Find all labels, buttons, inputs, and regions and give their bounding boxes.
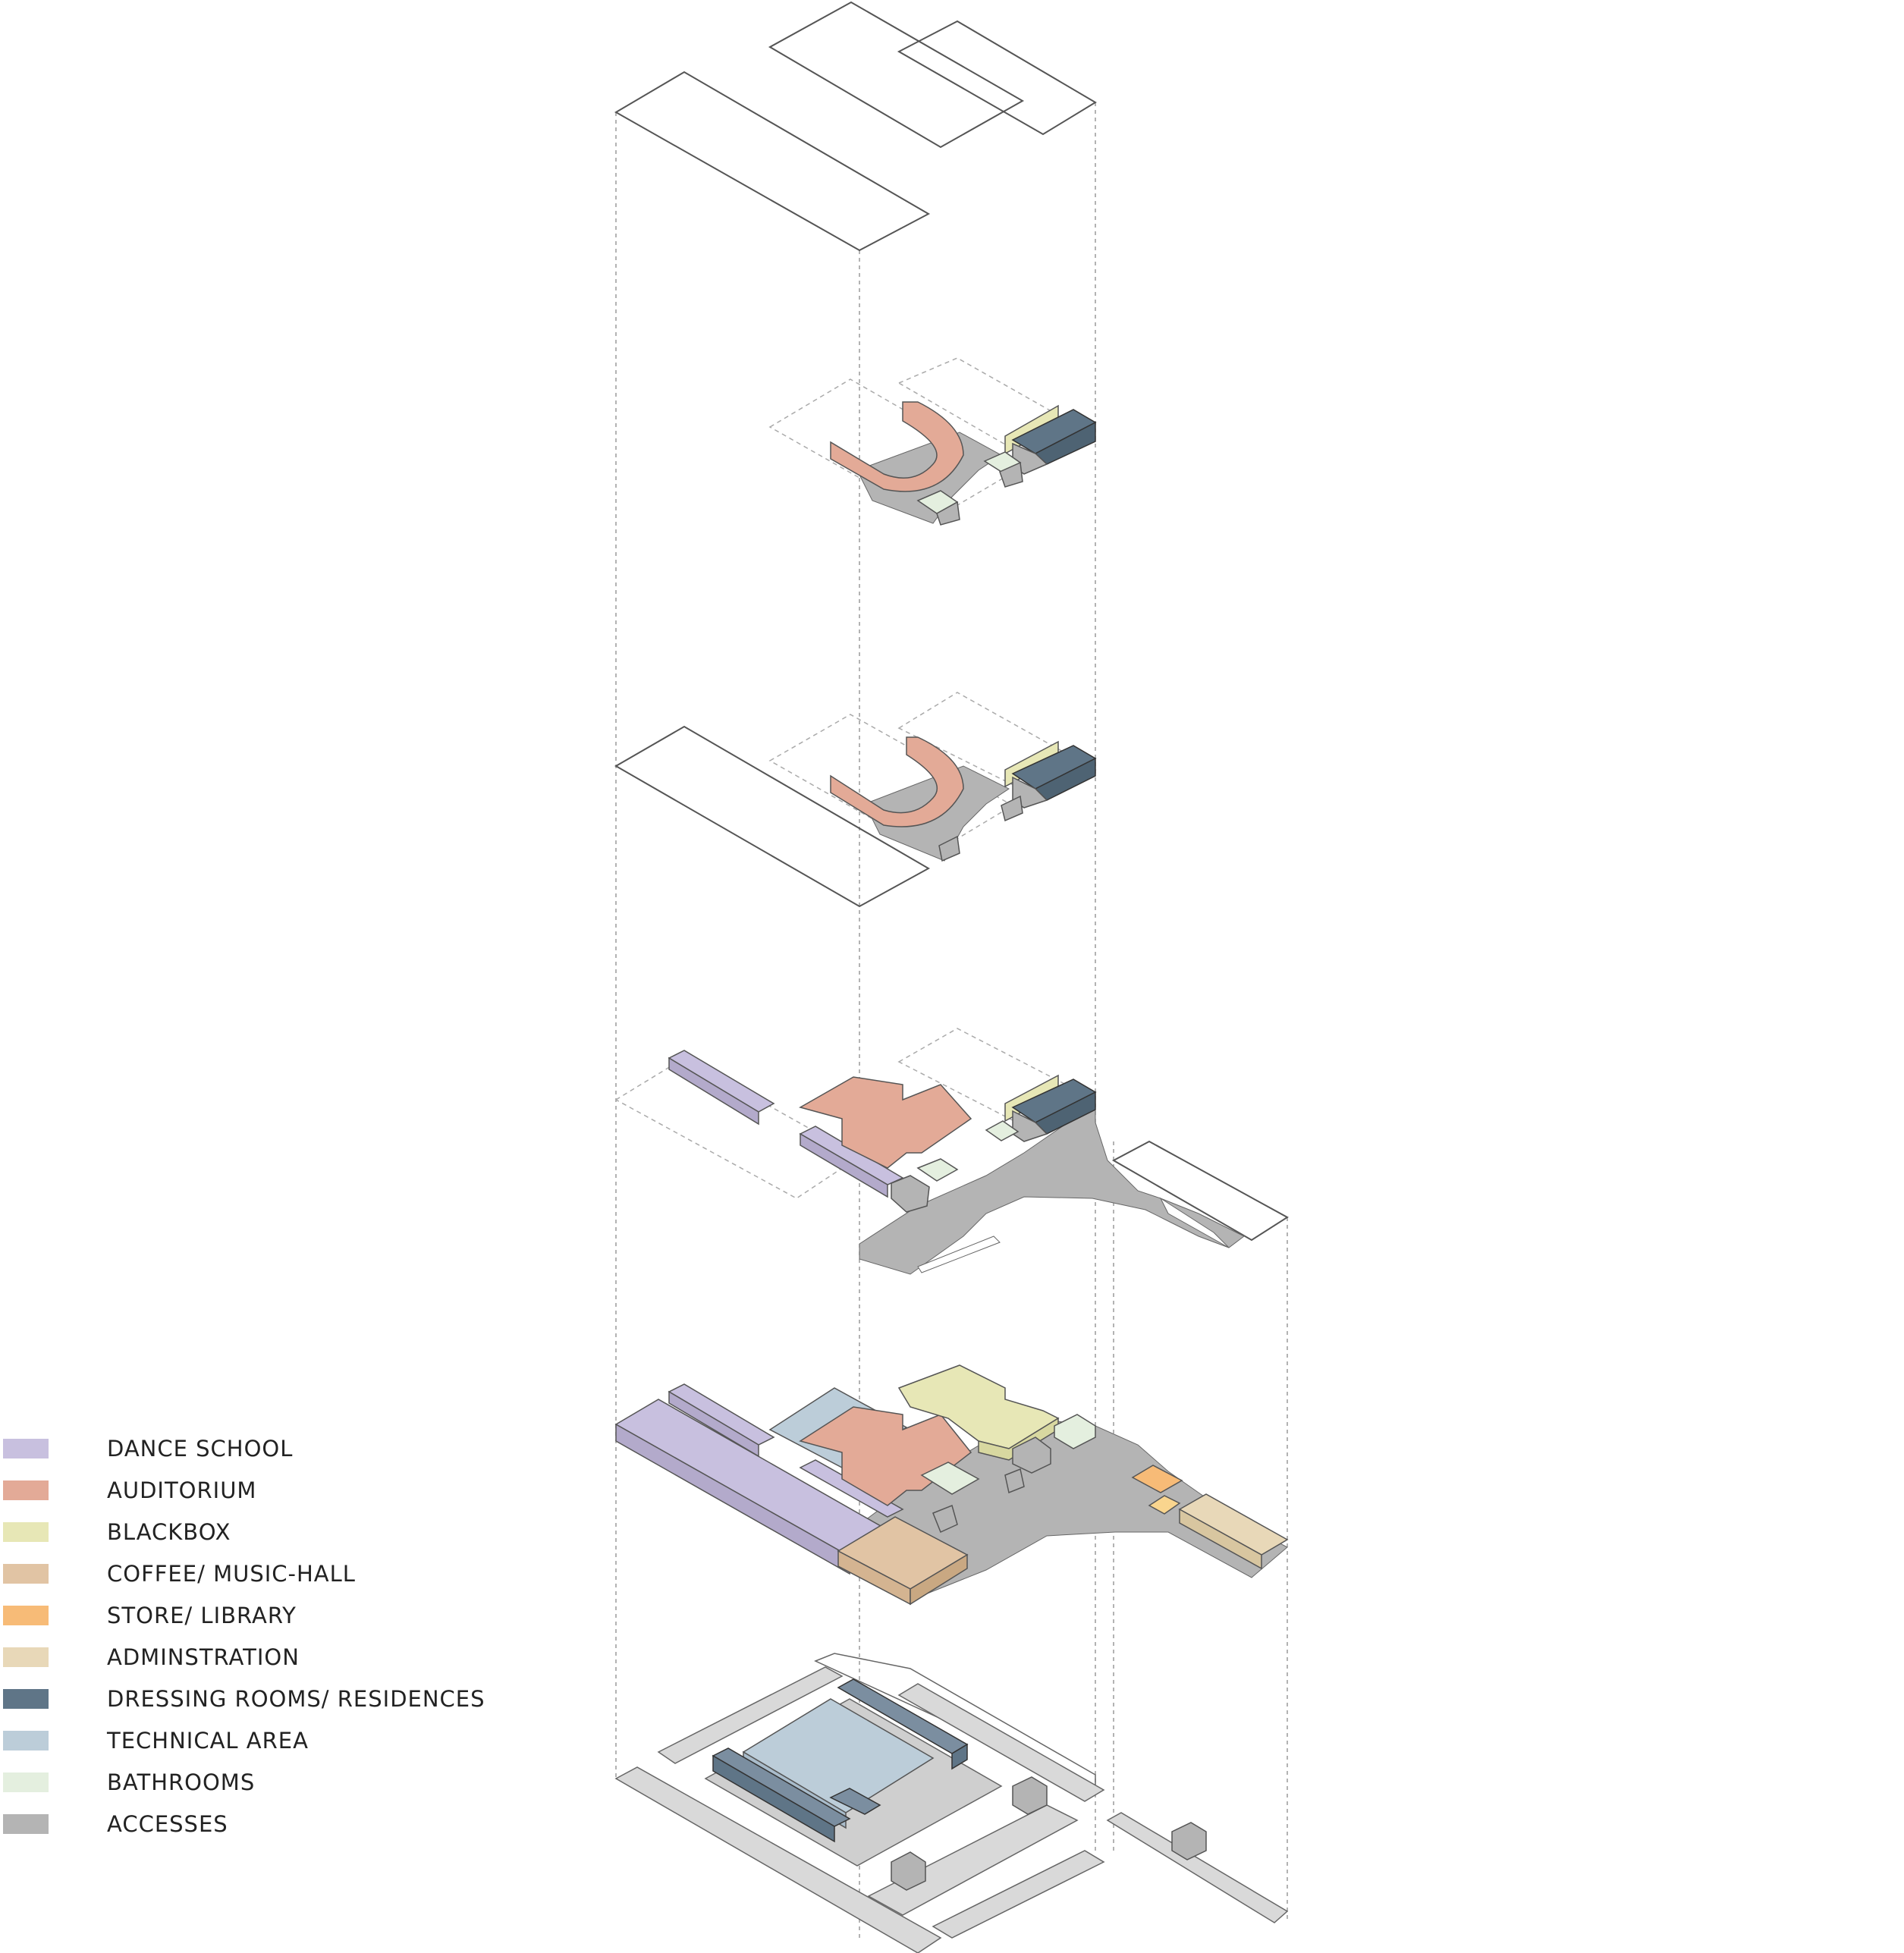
dance-school-bar-side <box>668 1057 759 1126</box>
legend-item: TECHNICAL AREA <box>3 1725 534 1756</box>
legend-item: BATHROOMS <box>3 1767 534 1798</box>
access-box <box>1001 795 1023 822</box>
legend-swatch <box>3 1647 49 1667</box>
store-library-top <box>1131 1465 1183 1493</box>
level-1-slab-outline <box>614 1057 861 1199</box>
vertical-guide-lines <box>615 102 1288 1942</box>
annex-outline <box>1111 1140 1289 1242</box>
administration-side <box>1179 1508 1262 1570</box>
legend-label: ACCESSES <box>107 1811 228 1837</box>
white-cut-1 <box>917 1236 1001 1273</box>
legend-swatch <box>3 1439 49 1458</box>
legend-label: COFFEE/ MUSIC-HALL <box>107 1561 356 1587</box>
legend-item: BLACKBOX <box>3 1517 534 1547</box>
legend-label: STORE/ LIBRARY <box>107 1603 297 1628</box>
legend-item: STORE/ LIBRARY <box>3 1600 534 1631</box>
bathroom-box <box>985 1120 1020 1141</box>
legend-swatch <box>3 1814 49 1834</box>
dance-school-bar2-top <box>799 1459 904 1518</box>
legend-swatch <box>3 1772 49 1792</box>
white-cut-2 <box>1159 1197 1230 1248</box>
auditorium-balcony <box>830 401 964 492</box>
site-strip-top <box>657 1666 844 1764</box>
level-2 <box>614 692 1097 908</box>
legend-swatch <box>3 1522 49 1542</box>
legend-item: DANCE SCHOOL <box>3 1433 534 1464</box>
legend-item: AUDITORIUM <box>3 1475 534 1506</box>
access-box-2 <box>1012 1776 1048 1815</box>
dressing-rooms-bar-side <box>712 1754 835 1843</box>
dance-school-side <box>615 1423 850 1575</box>
legend-swatch <box>3 1689 49 1709</box>
dressing-rooms-bar2-side <box>951 1743 968 1770</box>
legend-item: ACCESSES <box>3 1809 534 1839</box>
legend-label: BLACKBOX <box>107 1519 231 1545</box>
access-floor <box>859 1103 1245 1275</box>
legend-label: ADMINSTRATION <box>107 1644 300 1670</box>
access-box <box>891 1851 926 1891</box>
legend-swatch <box>3 1480 49 1500</box>
access-box <box>1012 1436 1051 1474</box>
access-box-3 <box>1171 1822 1207 1860</box>
legend-label: BATHROOMS <box>107 1769 256 1795</box>
auditorium-block <box>799 1076 972 1169</box>
access-box-2 <box>1004 1468 1025 1494</box>
legend-item: ADMINSTRATION <box>3 1642 534 1672</box>
site-strip-left <box>614 1766 942 1953</box>
legend-label: DRESSING ROOMS/ RESIDENCES <box>107 1686 485 1712</box>
ground-floor <box>614 1364 1289 1606</box>
legend-label: AUDITORIUM <box>107 1477 257 1503</box>
access-box <box>999 461 1023 488</box>
level-1 <box>614 1028 1289 1275</box>
site-strip-right <box>897 1683 1105 1802</box>
legend-item: COFFEE/ MUSIC-HALL <box>3 1559 534 1589</box>
site-strip-bottom <box>932 1850 1105 1939</box>
site-plaza <box>867 1804 1079 1916</box>
access-box-2 <box>938 835 960 862</box>
legend-swatch <box>3 1606 49 1625</box>
level-1-slab-outline-2 <box>897 1028 1097 1135</box>
bathroom-box-2 <box>920 1462 980 1495</box>
legend-swatch <box>3 1731 49 1750</box>
dressing-rooms-bar3-top <box>829 1788 881 1815</box>
legend-label: TECHNICAL AREA <box>107 1728 309 1754</box>
access-box <box>891 1175 930 1213</box>
level-3-slab-outline-2 <box>897 357 1097 465</box>
bathroom-box <box>1054 1414 1096 1449</box>
auditorium-balcony <box>830 736 964 827</box>
legend-label: DANCE SCHOOL <box>107 1436 294 1462</box>
coffee-music-hall-side-2 <box>910 1553 968 1606</box>
dance-school-bar-side <box>668 1390 759 1458</box>
dance-school-bar-top <box>668 1050 775 1113</box>
store-library-top-2 <box>1148 1495 1181 1515</box>
legend-swatch <box>3 1564 49 1584</box>
bathroom-box-2 <box>916 1158 959 1182</box>
legend-item: DRESSING ROOMS/ RESIDENCES <box>3 1684 534 1714</box>
dance-school-bar2-side <box>800 1132 888 1198</box>
basement <box>614 1653 1289 1953</box>
level-3 <box>768 357 1097 526</box>
roof-level <box>614 1 1097 252</box>
access-box-3 <box>932 1504 958 1534</box>
level-2-terrace <box>614 725 931 908</box>
site-strip-annex <box>1106 1812 1289 1923</box>
access-box-2 <box>936 501 960 526</box>
